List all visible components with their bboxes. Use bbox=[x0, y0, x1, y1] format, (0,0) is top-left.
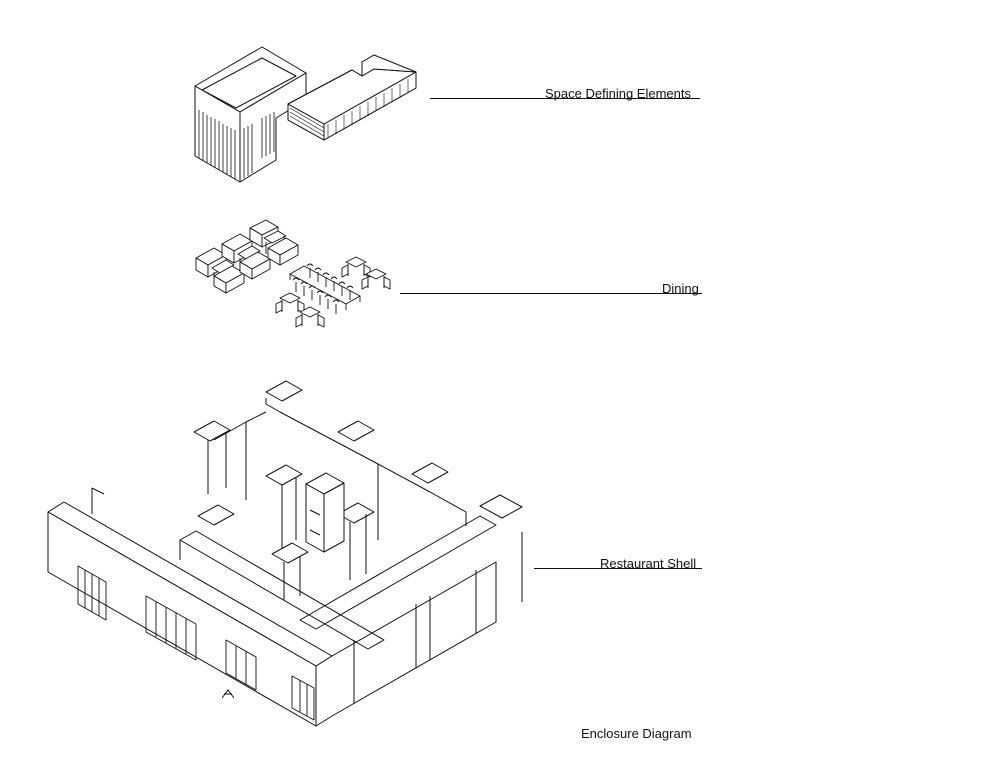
section-marker-arrow-icon bbox=[221, 689, 235, 699]
space-defining-elements-leader-line bbox=[430, 98, 700, 99]
dining-leader-line bbox=[400, 293, 702, 294]
diagram-title: Enclosure Diagram bbox=[581, 726, 692, 741]
space-defining-elements-label: Space Defining Elements bbox=[545, 86, 691, 101]
dining-label: Dining bbox=[662, 281, 699, 296]
restaurant-shell-leader-line bbox=[534, 568, 702, 569]
restaurant-shell-label: Restaurant Shell bbox=[600, 556, 697, 571]
restaurant-shell-model bbox=[47, 380, 523, 727]
dining-furniture-model bbox=[195, 219, 391, 328]
space-defining-elements-model bbox=[194, 46, 417, 183]
